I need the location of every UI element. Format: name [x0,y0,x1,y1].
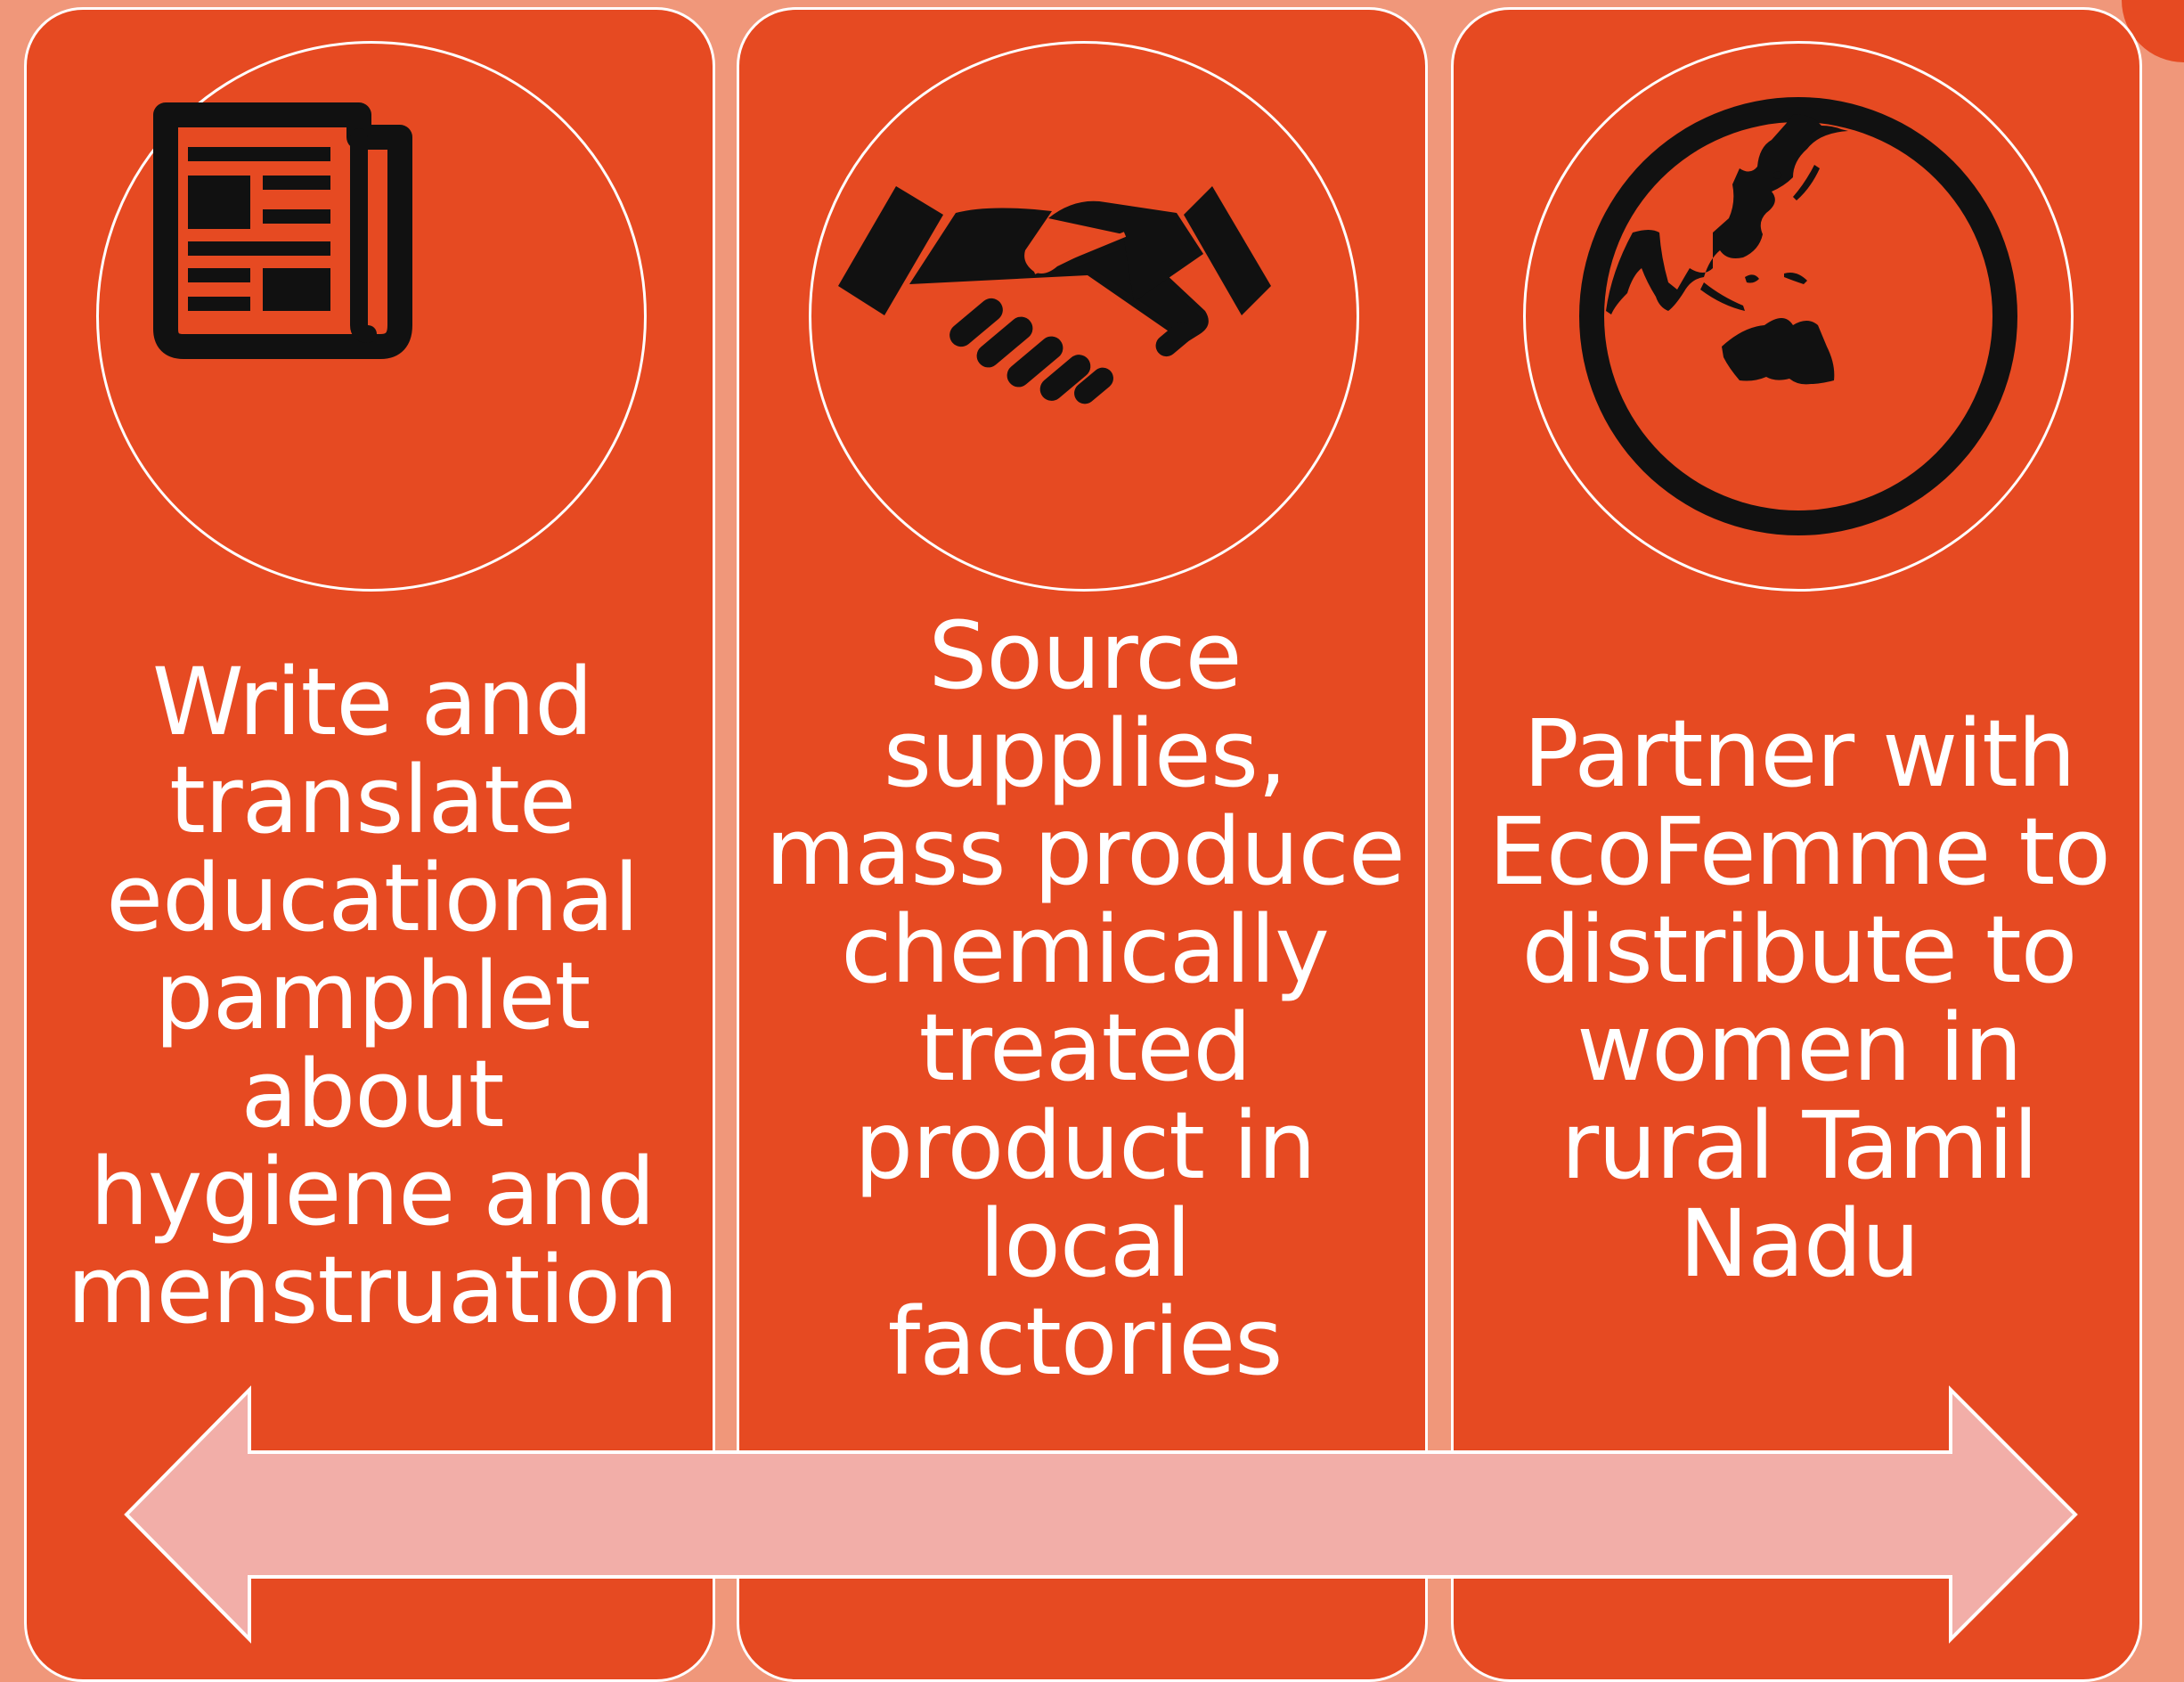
icon-circle [809,41,1359,592]
icon-circle [1523,41,2074,592]
step-panel-write-pamphlet: Write and translate educational pamphlet… [24,7,715,1682]
step-text: Source supplies, mass produce chemically… [765,601,1406,1396]
step-panel-partner-ecofemme: Partner with EcoFemme to distribute to w… [1451,7,2142,1682]
icon-circle [96,41,647,592]
step-panel-source-supplies: Source supplies, mass produce chemically… [737,7,1428,1682]
handshake-icon [838,186,1271,404]
newspaper-icon [153,102,412,359]
double-headed-arrow [124,1385,2078,1644]
globe-icon [1579,97,2017,535]
step-text: Partner with EcoFemme to distribute to w… [1488,699,2111,1298]
step-text: Write and translate educational pamphlet… [67,648,679,1344]
